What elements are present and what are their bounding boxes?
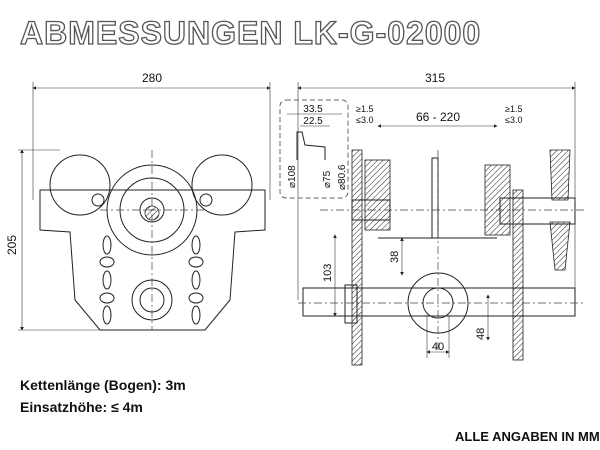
dim-38: 38	[389, 251, 401, 263]
front-view: 280 205	[5, 71, 271, 331]
flange-range-dimension: 66 - 220	[416, 110, 460, 124]
detail-dim-33-5: 33.5	[303, 104, 323, 115]
dim-48: 48	[475, 328, 487, 340]
dim-40: 40	[432, 341, 444, 353]
beam-web	[431, 157, 439, 239]
height-dimension: 205	[5, 235, 19, 255]
detail-dia-80-6: ⌀80.6	[337, 164, 348, 190]
detail-dim-22-5: 22.5	[303, 116, 323, 127]
chain-left	[99, 235, 115, 325]
detail-box	[279, 99, 349, 199]
gap-right-min: ≥1.5	[505, 104, 522, 114]
side-width-dimension: 315	[425, 71, 445, 85]
detail-dia-108: ⌀108	[287, 165, 298, 188]
side-view: 315 33.5 22.5 ⌀108 ⌀75 ⌀80.6 ≥1.5 ≤3.0 ≥…	[279, 71, 585, 366]
chain-length-note: Kettenlänge (Bogen): 3m	[20, 377, 186, 393]
axle	[302, 287, 576, 317]
height-note: Einsatzhöhe: ≤ 4m	[20, 399, 143, 415]
width-dimension: 280	[142, 71, 162, 85]
gap-left-min: ≥1.5	[356, 104, 373, 114]
dim-103: 103	[322, 264, 334, 282]
detail-dia-75: ⌀75	[322, 170, 333, 188]
units-note: ALLE ANGABEN IN MM	[455, 429, 600, 444]
chain-right	[188, 235, 204, 325]
gap-right-max: ≤3.0	[505, 115, 522, 125]
gap-left-max: ≤3.0	[356, 115, 373, 125]
drawing-title: ABMESSUNGEN LK-G-02000	[20, 15, 481, 51]
